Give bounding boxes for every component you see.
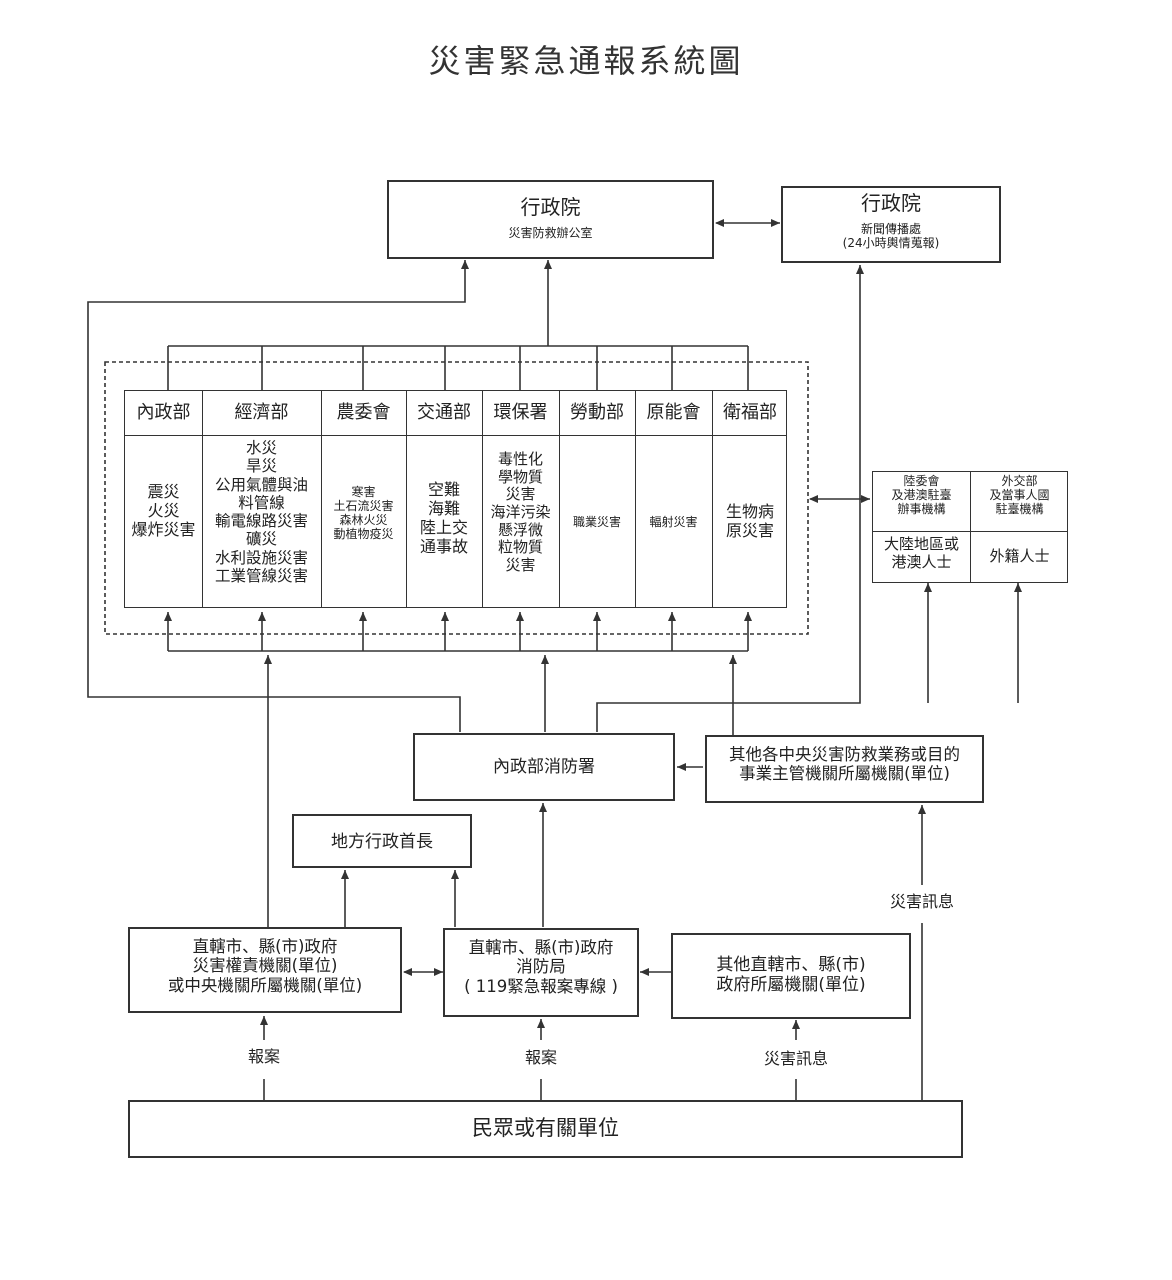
public-box: 民眾或有關單位 — [128, 1100, 963, 1158]
agency-name: 經濟部 — [234, 402, 289, 423]
national-fire-agency-box: 內政部消防署 — [413, 733, 675, 801]
agency-disasters: 震災 火災 爆炸災害 — [131, 482, 196, 539]
other-local-agencies-box: 其他直轄市、縣(市) 政府所屬機關(單位) — [671, 933, 911, 1019]
agency-name: 原能會 — [646, 402, 701, 423]
agency-disasters: 寒害 土石流災害 森林火災 動植物疫災 — [333, 485, 394, 542]
ministries-table: 內政部 經濟部 農委會 交通部 環保署 勞動部 原能會 衛福部 震災 火災 爆炸… — [124, 390, 787, 608]
agency-name: 交通部 — [417, 402, 471, 423]
local-fire-department-box: 直轄市、縣(市)政府 消防局 ( 119緊急報案專線 ) — [443, 928, 639, 1017]
edge-label-report-left: 報案 — [234, 1047, 294, 1067]
edge-label-report-mid: 報案 — [511, 1048, 571, 1068]
local-government-label: 直轄市、縣(市)政府 災害權責機關(單位) 或中央機關所屬機關(單位) — [167, 937, 363, 995]
agency-disasters: 水災 旱災 公用氣體與油 料管線 輸電線路災害 礦災 水利設施災害 工業管線災害 — [214, 439, 308, 585]
national-fire-agency-label: 內政部消防署 — [493, 757, 595, 777]
news-office-box: 行政院 新聞傳播處 (24小時輿情蒐報) — [781, 186, 1001, 263]
agency-disasters: 空難 海難 陸上交 通事故 — [419, 480, 468, 556]
edge-label-info-right: 災害訊息 — [750, 1049, 842, 1069]
local-head-box: 地方行政首長 — [292, 814, 472, 868]
mofa-office: 外交部 及當事人國 駐臺機構 — [989, 474, 1050, 517]
executive-yuan-name: 行政院 — [520, 195, 581, 219]
agency-name: 勞動部 — [570, 402, 624, 423]
other-central-agencies-box: 其他各中央災害防救業務或目的 事業主管機關所屬機關(單位) — [705, 735, 984, 803]
other-local-agencies-label: 其他直轄市、縣(市) 政府所屬機關(單位) — [716, 955, 866, 996]
agency-disasters: 職業災害 — [572, 515, 621, 529]
agency-disasters: 輻射災害 — [649, 515, 698, 529]
foreign-affairs-box: 陸委會 及港澳駐臺 辦事機構 外交部 及當事人國 駐臺機構 大陸地區或 港澳人士… — [872, 471, 1068, 583]
local-head-label: 地方行政首長 — [331, 832, 433, 852]
mac-office: 陸委會 及港澳駐臺 辦事機構 — [891, 474, 952, 517]
executive-yuan-box: 行政院 災害防救辦公室 — [387, 180, 714, 259]
agency-disasters: 毒性化 學物質 災害 海洋污染 懸浮微 粒物質 災害 — [490, 450, 551, 575]
agency-name: 農委會 — [336, 402, 391, 423]
local-government-box: 直轄市、縣(市)政府 災害權責機關(單位) 或中央機關所屬機關(單位) — [128, 927, 402, 1013]
executive-yuan-sub: 災害防救辦公室 — [508, 226, 593, 240]
public-label: 民眾或有關單位 — [472, 1116, 619, 1140]
foreign-people: 外籍人士 — [989, 547, 1050, 565]
agency-name: 衛福部 — [723, 402, 777, 423]
agency-name: 內政部 — [136, 402, 191, 423]
news-office-name: 行政院 — [861, 191, 921, 215]
diagram-title: 災害緊急通報系統圖 — [428, 42, 744, 80]
other-central-agencies-label: 其他各中央災害防救業務或目的 事業主管機關所屬機關(單位) — [729, 745, 960, 784]
agency-name: 環保署 — [493, 402, 548, 423]
mainland-people: 大陸地區或 港澳人士 — [883, 535, 959, 571]
local-fire-department-label: 直轄市、縣(市)政府 消防局 ( 119緊急報案專線 ) — [464, 938, 618, 996]
edge-label-info-far: 災害訊息 — [876, 892, 968, 912]
news-office-sub: 新聞傳播處 (24小時輿情蒐報) — [842, 222, 940, 251]
agency-disasters: 生物病 原災害 — [725, 502, 774, 540]
